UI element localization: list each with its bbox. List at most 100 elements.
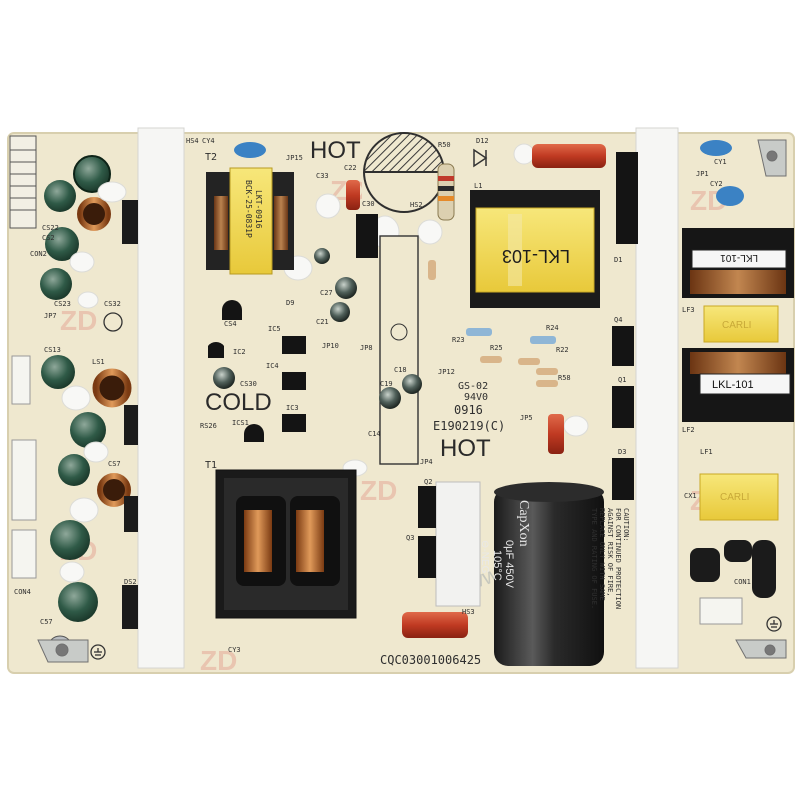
svg-text:LKL-101: LKL-101 [720,252,758,263]
svg-text:D1: D1 [614,256,622,264]
svg-text:CS30: CS30 [240,380,257,388]
heatsink-hs2 [379,235,419,465]
svg-text:CY2: CY2 [710,180,723,188]
svg-text:JP5: JP5 [520,414,533,422]
warning-text: CAUTION: FOR CONTINUED PROTECTION AGAINS… [590,508,630,609]
svg-text:C30: C30 [362,200,375,208]
mounting-lugs [37,139,787,663]
svg-text:R50: R50 [438,141,451,149]
svg-text:R23: R23 [452,336,465,344]
svg-text:CARLI: CARLI [722,320,751,331]
svg-text:IC2: IC2 [233,348,246,356]
svg-text:Q2: Q2 [424,478,432,486]
glue-blobs [59,143,589,583]
connector-con1 [699,597,743,625]
svg-text:RS26: RS26 [200,422,217,430]
svg-text:C14: C14 [368,430,381,438]
svg-text:CS7: CS7 [108,460,121,468]
svg-text:BCK-25-0831P: BCK-25-0831P [244,180,253,238]
choke-lf2: LKL-101 [682,348,794,422]
hot-label-mid: HOT [440,435,491,462]
diode-symbol [473,148,488,168]
svg-text:DS2: DS2 [124,578,137,586]
svg-text:CS22: CS22 [42,224,59,232]
date-code: 0916 [454,403,483,417]
transformer-t2: BCK-25-0831P LKT-0916 [206,167,294,275]
connector-top-left [9,135,37,229]
svg-text:JP12: JP12 [438,368,455,376]
svg-text:CS2: CS2 [42,234,55,242]
svg-text:JP7: JP7 [44,312,57,320]
mount-strip-left [137,127,185,669]
svg-text:CY4: CY4 [202,137,215,145]
svg-text:IC4: IC4 [266,362,279,370]
svg-text:Q1: Q1 [618,376,626,384]
label-t2: T2 [205,152,217,163]
svg-text:R22: R22 [556,346,569,354]
regulator-left-bottom [122,585,138,629]
svg-text:C33: C33 [316,172,329,180]
svg-text:LS1: LS1 [92,358,105,366]
heatsink-hs3 [435,481,481,607]
svg-text:CON4: CON4 [14,588,31,596]
hot-label-top: HOT [310,137,361,164]
mount-strip-right [635,127,679,669]
choke-lf3: LKL-101 [682,228,794,298]
svg-text:ICS1: ICS1 [232,419,249,427]
bulk-capacitor: CapXon 0μF 450V 105°C ⊖-NEG [479,482,604,666]
svg-text:CX1: CX1 [684,492,697,500]
electrolytic-caps-left [40,155,111,661]
svg-text:LF3: LF3 [682,306,695,314]
svg-text:HS4: HS4 [186,137,199,145]
svg-text:HS3: HS3 [462,608,475,616]
svg-text:JP4: JP4 [420,458,433,466]
ref-designators: C22 C30 HS2 R50 D12 L1 JP15 C33 C27 C21 … [14,137,751,654]
svg-text:JP15: JP15 [286,154,303,162]
svg-text:LKL-101: LKL-101 [712,379,754,391]
mains-inlet [690,540,776,598]
inductor-l1: LKL-103 [470,190,600,308]
svg-text:L1: L1 [474,182,482,190]
svg-text:R58: R58 [558,374,571,382]
svg-text:TYPE AND RATING OF FUSE.: TYPE AND RATING OF FUSE. [590,508,598,609]
svg-text:LF1: LF1 [700,448,713,456]
connector-con4 [11,529,37,579]
svg-text:LKT-0916: LKT-0916 [254,190,263,229]
svg-text:C22: C22 [344,164,357,172]
svg-text:CON2: CON2 [30,250,47,258]
svg-text:CapXon: CapXon [516,500,531,547]
regulator-left-mid [124,405,138,445]
svg-text:R24: R24 [546,324,559,332]
cold-label: COLD [205,389,272,416]
y-caps [234,140,744,206]
rating-94: 94V0 [464,392,488,403]
power-resistor-r50 [437,163,455,221]
film-cap-top: CARLI [703,305,779,343]
connector-jp11 [11,439,37,521]
svg-text:ZD: ZD [360,475,397,506]
x-cap-bottom [402,612,468,638]
svg-text:CAUTION:: CAUTION: [622,508,630,542]
part-number: CQC03001006425 [380,653,481,667]
ground-symbols [90,312,782,660]
svg-text:⊖-NEG: ⊖-NEG [479,540,490,574]
cap-red-small [346,180,360,210]
svg-text:105°C: 105°C [491,550,503,581]
x-cap-top [532,144,606,168]
svg-text:FOR CONTINUED PROTECTION: FOR CONTINUED PROTECTION [614,508,622,609]
svg-text:HS2: HS2 [410,201,423,209]
svg-text:CS4: CS4 [224,320,237,328]
svg-text:D3: D3 [618,448,626,456]
svg-text:JP1: JP1 [696,170,709,178]
svg-text:C27: C27 [320,289,333,297]
svg-text:AGAINST RISK OF FIRE,: AGAINST RISK OF FIRE, [606,508,614,597]
small-resistors [428,260,558,387]
transistors-right [418,326,634,578]
svg-text:IC3: IC3 [286,404,299,412]
svg-text:D12: D12 [476,137,489,145]
toroid-inductors-left [77,197,132,507]
svg-text:CS13: CS13 [44,346,61,354]
film-cap-bottom: CARLI [699,473,779,521]
regulator-left-low [124,496,138,532]
